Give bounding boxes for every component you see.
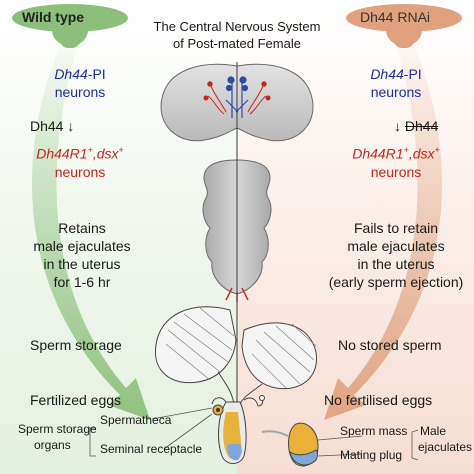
right-outcome-line-3: in the uterus [357, 256, 435, 272]
right-eggs-result: No fertilised eggs [324, 392, 433, 408]
sperm-storage-organs-label-1: Sperm storage [18, 422, 97, 436]
organs-bracket [89, 427, 96, 457]
ejected-sperm-mass-illustration [261, 422, 319, 467]
wild-type-header: Wild type [22, 9, 85, 25]
right-dh44-release: ↓ Dh44 [394, 118, 439, 134]
left-eggs-result: Fertilized eggs [30, 392, 122, 408]
wild-type-flow-arrow [31, 45, 151, 420]
right-outcome-line-1: Fails to retain [353, 220, 439, 236]
right-outcome-line-2: male ejaculates [347, 238, 445, 254]
left-outcome-line-4: for 1-6 hr [53, 274, 111, 290]
right-dh44-pi-label: Dh44-PI [370, 66, 422, 82]
title-line-1: The Central Nervous System [153, 19, 321, 34]
left-dh44r1-dsx-label: Dh44R1+,dsx+ [36, 145, 124, 162]
left-outcome-line-2: male ejaculates [33, 238, 131, 254]
left-outcome-line-1: Retains [58, 220, 106, 236]
male-ejaculates-label-2: ejaculates [418, 440, 473, 454]
right-dh44r1-dsx-label: Dh44R1+,dsx+ [352, 145, 440, 162]
rnai-header: Dh44 RNAi [360, 9, 431, 25]
sperm-mass-label: Sperm mass [340, 424, 408, 438]
left-dh44-pi-neurons-word: neurons [54, 84, 106, 100]
left-storage-result: Sperm storage [30, 337, 122, 353]
dh44-neurons-drawing [225, 76, 249, 118]
sperm-storage-organs-label-2: organs [34, 438, 71, 452]
left-dh44r1-neurons-word: neurons [54, 164, 106, 180]
rnai-fly-icon [346, 4, 462, 48]
seminal-receptacle-label: Seminal receptacle [100, 442, 203, 456]
reproductive-tract-illustration [155, 306, 317, 464]
right-dh44-pi-neurons-word: neurons [370, 84, 422, 100]
left-dh44-pi-label: Dh44-PI [54, 66, 106, 82]
right-outcome-line-4: (early sperm ejection) [328, 274, 464, 290]
label-leader-lines [151, 407, 419, 461]
left-dh44-release: Dh44 ↓ [30, 118, 75, 134]
right-storage-result: No stored sperm [338, 337, 442, 353]
wild-type-fly-icon [12, 4, 128, 48]
male-ejaculates-label-1: Male [420, 424, 447, 438]
mating-plug-label: Mating plug [340, 448, 403, 462]
title-line-2: of Post-mated Female [173, 36, 301, 51]
right-dh44r1-neurons-word: neurons [370, 164, 422, 180]
left-outcome-line-3: in the uterus [43, 256, 121, 272]
spermatheca-label: Spermatheca [100, 413, 172, 427]
rnai-flow-arrow [324, 45, 443, 420]
dh44r1-neurons-drawing [203, 81, 271, 115]
